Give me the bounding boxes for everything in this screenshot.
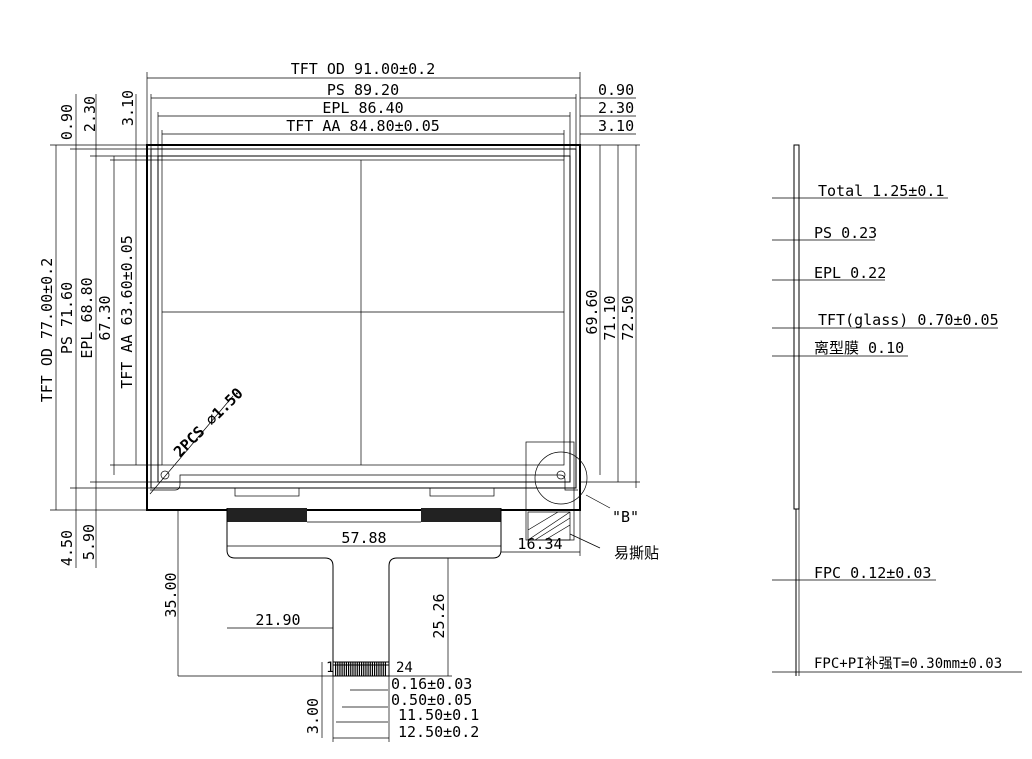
offset-right-3: 3.10 [598,117,634,135]
connector-pin [376,662,378,676]
connector-pin [356,662,358,676]
dim-right-1: 69.60 [583,289,601,334]
detail-b-label: "B" [612,508,639,526]
stack-fpc-pi: FPC+PI补强T=0.30mm±0.03 [814,656,1002,672]
dim-pitch-4: 12.50±0.2 [398,723,479,741]
hole-leader [149,395,234,495]
top-dimensions: TFT OD 91.00±0.2 PS 89.20 EPL 86.40 TFT … [146,60,636,160]
dim-tft-aa: TFT AA 84.80±0.05 [286,117,440,135]
connector-pin [343,662,345,676]
aa-outline [161,159,565,466]
connector-pin [371,662,374,676]
connector-pin [365,662,367,676]
dim-epl: EPL 86.40 [322,99,403,117]
hole-callout: 2PCS ⌀1.50 [149,384,247,495]
pin-label-last: 24 [396,660,413,676]
offset-left-3: 3.10 [119,90,137,126]
connector-pin [345,662,348,676]
connector-pin [380,662,382,676]
detail-b-region: "B" 易撕贴 [525,441,659,562]
connector-pin [369,662,371,676]
dim-pad-h: 3.00 [304,698,322,734]
left-dimensions: TFT OD 77.00±0.2 PS 71.60 EPL 68.80 67.3… [38,90,247,568]
connector-pin [348,662,350,676]
ps-outline [150,148,577,489]
stack-ps: PS 0.23 [814,224,877,242]
connector-pin [354,662,356,676]
hole-label: 2PCS ⌀1.50 [170,384,247,461]
connector-pin [363,662,365,676]
fpc-bond-left [227,508,307,522]
connector-pin [339,662,341,676]
dim-left-ps: PS 71.60 [58,282,76,354]
dim-right-3: 72.50 [619,295,637,340]
dim-left-tft-od: TFT OD 77.00±0.2 [38,258,56,403]
dim-tail-h: 25.26 [430,593,448,638]
offset-left-1: 0.90 [58,104,76,140]
leader-b [585,494,611,509]
glass-ledge [150,474,578,491]
tft-od-outline [146,144,581,511]
fpc-bond-right [421,508,501,522]
dim-bottom-left-2: 5.90 [80,524,98,560]
offset-right-2: 2.30 [598,99,634,117]
connector-pin [382,662,384,676]
connector-pin [358,662,361,676]
panel-outlines [146,144,581,511]
dim-tft-od: TFT OD 91.00±0.2 [291,60,436,78]
stack-panel-side [793,144,800,510]
dim-ps: PS 89.20 [327,81,399,99]
dim-left-67: 67.30 [96,295,114,340]
easy-tear-hatch [527,511,571,541]
bond-pad-right [429,487,495,497]
dim-pitch-1: 0.16±0.03 [391,675,472,693]
connector-pin-pads [335,662,387,676]
dim-tail-x: 21.90 [255,611,300,629]
alignment-hole-left [160,470,170,480]
dim-fpc-offset: 16.34 [517,535,562,553]
connector-pin [384,662,387,676]
stack-fpc: FPC 0.12±0.03 [814,564,931,582]
alignment-hole-right [556,470,566,480]
connector-pin [337,662,339,676]
connector-pin [378,662,380,676]
fpc-dimensions: 57.88 16.34 35.00 21.90 25.26 3.00 1 24 … [162,510,581,742]
pin-label-first: 1 [326,660,334,676]
easy-tear-label: 易撕贴 [614,544,659,562]
fpc-outline [226,508,502,677]
offset-right-1: 0.90 [598,81,634,99]
detail-b-circle [534,451,588,505]
connector-pin [335,662,337,676]
connector-pin [341,662,343,676]
dim-left-epl: EPL 68.80 [78,277,96,358]
connector-pin [361,662,363,676]
stack-release: 离型膜 0.10 [814,339,904,357]
connector-pin [350,662,352,676]
epl-outline [157,155,571,483]
dim-fpc-width: 57.88 [341,529,386,547]
stack-total: Total 1.25±0.1 [818,182,944,200]
connector-pin [367,662,369,676]
dim-left-tft-aa: TFT AA 63.60±0.05 [118,235,136,389]
connector-pin [374,662,376,676]
connector-pin [352,662,354,676]
dim-pitch-3: 11.50±0.1 [398,706,479,724]
offset-left-2: 2.30 [81,96,99,132]
dim-pitch-2: 0.50±0.05 [391,691,472,709]
bond-pad-left [234,487,300,497]
leader-easy-tear [569,533,601,549]
dim-fpc-height: 35.00 [162,572,180,617]
side-stack-view: Total 1.25±0.1 PS 0.23 EPL 0.22 TFT(glas… [772,144,1022,676]
dim-bottom-left-1: 4.50 [58,530,76,566]
right-dimensions: 69.60 71.10 72.50 [580,144,640,488]
stack-epl: EPL 0.22 [814,264,886,282]
stack-tft: TFT(glass) 0.70±0.05 [818,311,999,329]
dim-right-2: 71.10 [601,295,619,340]
